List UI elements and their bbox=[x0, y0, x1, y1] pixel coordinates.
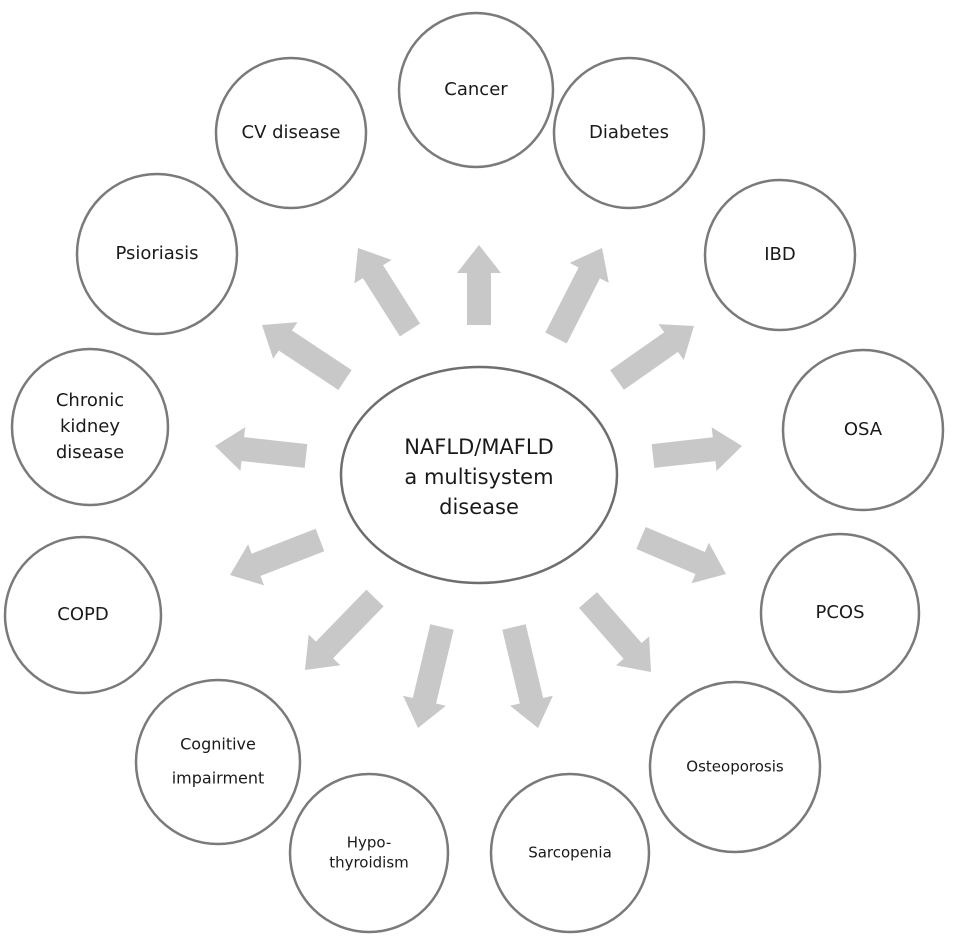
node-circle-chronic-kidney-disease bbox=[10, 347, 170, 507]
node-label-chronic-kidney-disease: kidney bbox=[60, 416, 120, 437]
arrow-to-ckd bbox=[215, 427, 308, 471]
node-circle-ibd bbox=[703, 178, 857, 332]
arrow-to-hypothyroidism bbox=[403, 624, 454, 728]
arrows-group bbox=[215, 245, 742, 728]
node-label-osteoporosis: Osteoporosis bbox=[686, 758, 784, 776]
arrow-to-osteoporosis bbox=[579, 592, 651, 672]
arrow-to-pcos bbox=[636, 527, 726, 584]
node-circle-hypothyroidism bbox=[288, 772, 450, 934]
node-label-cognitive-impairment: Cognitive bbox=[180, 735, 256, 754]
node-label-hypothyroidism: Hypo- bbox=[347, 834, 392, 852]
arrow-to-sarcopenia bbox=[502, 624, 553, 728]
center-node: NAFLD/MAFLD a multisystem disease bbox=[339, 365, 619, 585]
node-cancer: Cancer bbox=[397, 11, 555, 169]
center-label-line-1: NAFLD/MAFLD bbox=[404, 435, 554, 459]
center-label-line-3: disease bbox=[439, 495, 519, 519]
node-circle-osteoporosis bbox=[648, 680, 822, 854]
node-cognitive-impairment: Cognitive impairment bbox=[134, 678, 302, 846]
arrow-to-ibd bbox=[610, 324, 694, 390]
node-label-copd: COPD bbox=[57, 604, 108, 625]
node-circle-copd bbox=[3, 535, 163, 695]
node-label-cv-disease: CV disease bbox=[242, 122, 341, 143]
node-osteoporosis: Osteoporosis bbox=[648, 680, 822, 854]
node-circle-cognitive-impairment bbox=[134, 678, 302, 846]
center-label-line-2: a multisystem bbox=[404, 465, 553, 489]
node-circle-diabetes bbox=[552, 56, 706, 210]
arrow-to-cv-disease bbox=[354, 248, 421, 337]
node-label-chronic-kidney-disease: disease bbox=[56, 442, 124, 463]
node-copd: COPD bbox=[3, 535, 163, 695]
node-label-ibd: IBD bbox=[764, 244, 796, 265]
node-circle-sarcopenia bbox=[489, 772, 651, 934]
arrow-to-cancer bbox=[457, 245, 501, 325]
node-hypothyroidism: Hypo-thyroidism bbox=[288, 772, 450, 934]
node-label-sarcopenia: Sarcopenia bbox=[528, 844, 612, 862]
node-label-hypothyroidism: thyroidism bbox=[329, 854, 409, 872]
node-circle-osa bbox=[781, 348, 945, 512]
node-label-cognitive-impairment: impairment bbox=[172, 769, 265, 788]
node-circle-psioriasis bbox=[75, 172, 239, 336]
node-cv-disease: CV disease bbox=[214, 56, 368, 210]
arrow-to-psioriasis bbox=[262, 322, 352, 390]
arrow-to-diabetes bbox=[545, 248, 609, 344]
node-label-psioriasis: Psioriasis bbox=[115, 243, 198, 264]
node-sarcopenia: Sarcopenia bbox=[489, 772, 651, 934]
arrow-to-osa bbox=[651, 427, 742, 471]
node-label-pcos: PCOS bbox=[815, 602, 864, 623]
node-ibd: IBD bbox=[703, 178, 857, 332]
node-osa: OSA bbox=[781, 348, 945, 512]
center-ellipse bbox=[339, 365, 619, 585]
node-label-osa: OSA bbox=[844, 419, 883, 440]
node-psioriasis: Psioriasis bbox=[75, 172, 239, 336]
node-circle-cv-disease bbox=[214, 56, 368, 210]
node-chronic-kidney-disease: Chronic kidney disease bbox=[10, 347, 170, 507]
node-label-chronic-kidney-disease: Chronic bbox=[56, 390, 124, 411]
node-circle-pcos bbox=[759, 532, 921, 694]
arrow-to-cognitive bbox=[305, 589, 384, 670]
node-diabetes: Diabetes bbox=[552, 56, 706, 210]
node-label-cancer: Cancer bbox=[444, 79, 508, 100]
node-circle-cancer bbox=[397, 11, 555, 169]
node-pcos: PCOS bbox=[759, 532, 921, 694]
arrow-to-copd bbox=[230, 528, 325, 586]
node-label-diabetes: Diabetes bbox=[589, 122, 669, 143]
